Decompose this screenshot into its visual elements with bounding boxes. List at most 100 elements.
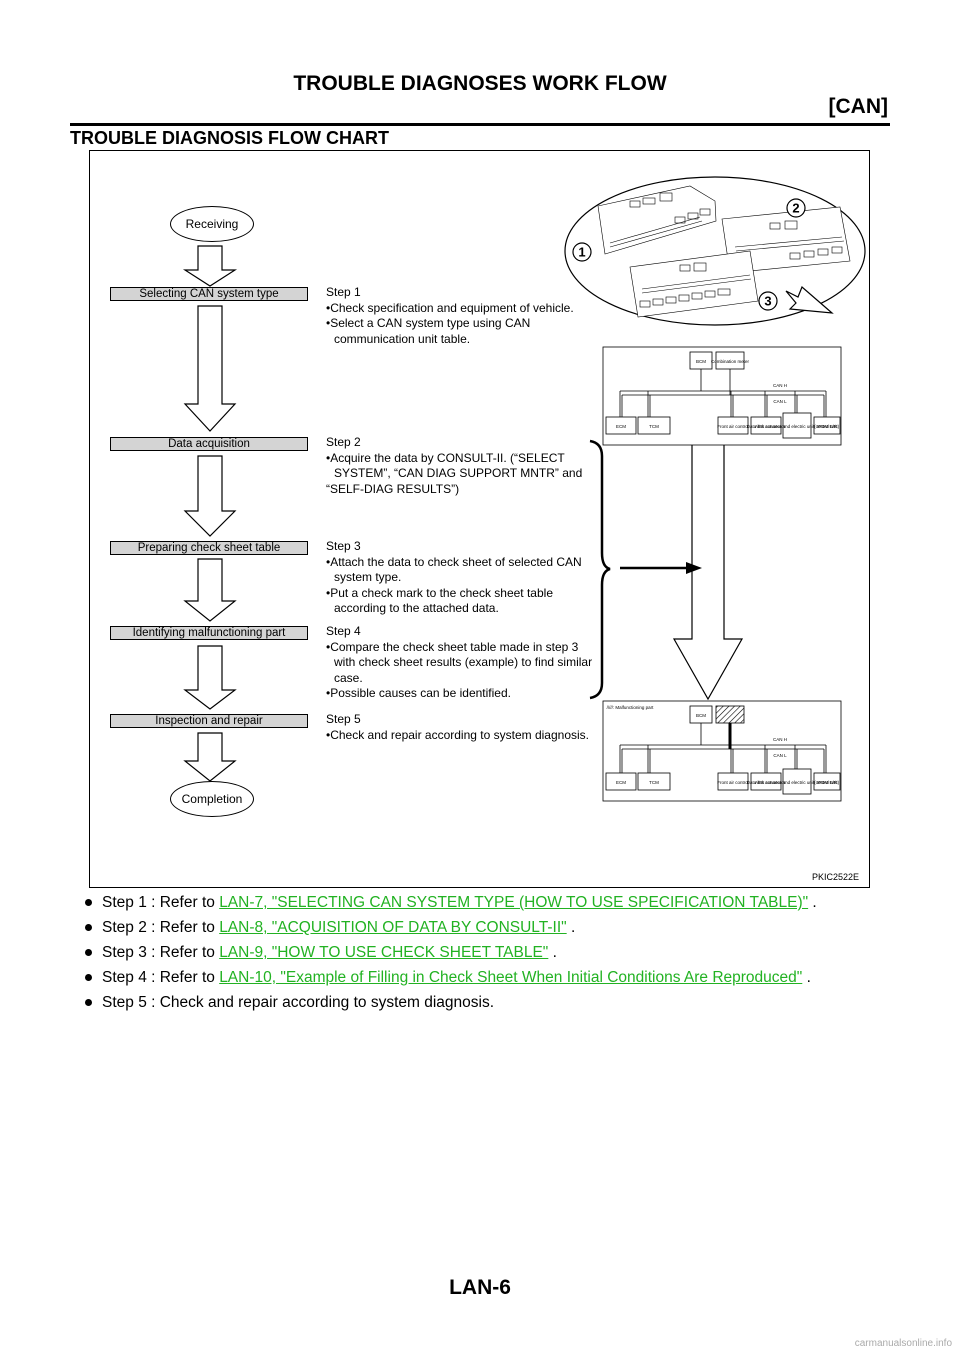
step-line: case. [334, 670, 363, 685]
step-line: “SELF-DIAG RESULTS”) [326, 481, 460, 496]
step-heading: Step 5 [326, 712, 361, 726]
bullet-icon [85, 999, 92, 1006]
callout-2 [786, 198, 806, 218]
list-item: Step 3 : Refer to LAN-9, "HOW TO USE CHE… [82, 943, 902, 963]
malfunction-legend: /////: Malfunctioning part [607, 705, 655, 710]
step-line: •Put a check mark to the check sheet tab… [326, 585, 553, 600]
magnified-diagram-1 [597, 185, 717, 255]
lower-canl-label: CAN L [773, 753, 787, 758]
step-desc-3: Step 3 •Attach the data to check sheet o… [326, 539, 606, 617]
list-item-text: Step 2 : Refer to [102, 919, 220, 936]
step-line: communication unit table. [334, 331, 471, 346]
flow-chart-graphics: 1 2 3 BCM Combination meter CAN H CAN L … [182, 176, 866, 802]
lower-canh-label: CAN H [773, 737, 787, 742]
step-line: •Check specification and equipment of ve… [326, 300, 574, 315]
reference-link[interactable]: LAN-8, "ACQUISITION OF DATA BY CONSULT-I… [219, 919, 567, 936]
list-item-text: Step 3 : Refer to [102, 944, 220, 961]
callout-label-2: 2 [792, 201, 799, 216]
reference-link[interactable]: LAN-9, "HOW TO USE CHECK SHEET TABLE" [219, 944, 549, 961]
reference-link[interactable]: LAN-10, "Example of Filling in Check She… [219, 969, 803, 986]
step-line: •Attach the data to check sheet of selec… [326, 554, 582, 569]
list-item-suffix: . [802, 969, 811, 986]
list-item-text: Step 1 : Refer to [102, 894, 220, 911]
magnifier-pointer-arrow [785, 285, 834, 314]
step-line: •Check and repair according to system di… [326, 727, 589, 742]
start-oval: Receiving [170, 206, 254, 242]
list-item: Step 1 : Refer to LAN-7, "SELECTING CAN … [82, 893, 902, 913]
step-desc-5: Step 5 •Check and repair according to sy… [326, 712, 606, 743]
step-heading: Step 3 [326, 539, 361, 553]
step-bracket [589, 439, 611, 700]
end-oval: Completion [170, 781, 254, 817]
step-line: according to the attached data. [334, 601, 499, 615]
flow-chart-figure: 1 2 3 BCM Combination meter CAN H CAN L … [89, 150, 870, 888]
upper-ipdm-label: IPDM E/R [817, 424, 838, 429]
callout-3 [758, 291, 778, 311]
lower-ipdm-label: IPDM E/R [817, 780, 838, 785]
upper-bcm-label: BCM [696, 359, 706, 364]
upper-dlc-label: Data link connector [747, 424, 786, 429]
step-line: •Compare the check sheet table made in s… [326, 639, 579, 654]
lower-abs-label: ABS actuator and electric unit(control u… [755, 780, 840, 785]
step-heading: Step 1 [326, 285, 361, 299]
step-bar-3: Preparing check sheet table [110, 541, 308, 555]
list-item-text: Step 4 : Refer to [102, 969, 220, 986]
step-bar-2: Data acquisition [110, 437, 308, 451]
bullet-icon [85, 974, 92, 981]
reference-link[interactable]: LAN-7, "SELECTING CAN SYSTEM TYPE (HOW T… [219, 894, 809, 911]
step-bar-4: Identifying malfunctioning part [110, 626, 308, 640]
step-desc-1: Step 1 •Check specification and equipmen… [326, 285, 606, 347]
callout-label-1: 1 [578, 245, 585, 260]
bullet-icon [85, 899, 92, 906]
step-desc-2: Step 2 •Acquire the data by CONSULT-II. … [326, 435, 606, 497]
page-number: LAN-6 [449, 1276, 511, 1299]
bullet-icon [85, 949, 92, 956]
flow-arrow-3 [183, 455, 237, 537]
flow-arrow-1 [182, 245, 238, 287]
lower-bcm-label: BCM [696, 713, 706, 718]
flow-arrow-2 [183, 305, 237, 432]
list-item: Step 2 : Refer to LAN-8, "ACQUISITION OF… [82, 918, 902, 938]
step-bar-1: Selecting CAN system type [110, 287, 308, 301]
step-line: system type. [334, 570, 402, 584]
step-line: SYSTEM”, “CAN DIAG SUPPORT MNTR” and [334, 466, 583, 480]
upper-frontair-label: Front air control [717, 424, 749, 429]
upper-abs-label: ABS actuator and electric unit(control u… [755, 424, 840, 429]
step-heading: Step 4 [326, 624, 361, 638]
list-item-suffix: . [548, 944, 557, 961]
upper-canh-label: CAN H [773, 383, 787, 388]
step-heading: Step 2 [326, 435, 361, 449]
step-desc-4: Step 4 •Compare the check sheet table ma… [326, 624, 606, 702]
page-header-title: TROUBLE DIAGNOSES WORK FLOW [293, 72, 667, 95]
flow-arrow-6 [183, 732, 237, 782]
watermark: carmanualsonline.info [854, 1338, 952, 1349]
header-rule [70, 123, 890, 126]
step-line: •Acquire the data by CONSULT-II. (“SELEC… [326, 450, 565, 465]
can-diagram-lower [602, 700, 842, 802]
figure-id: PKIC2522E [811, 872, 859, 882]
upper-canl-label: CAN L [773, 399, 787, 404]
magnified-diagram-3 [629, 250, 759, 318]
flow-arrow-4 [183, 558, 237, 622]
can-diagram-upper [602, 346, 842, 446]
large-down-arrow [672, 438, 744, 701]
section-title: TROUBLE DIAGNOSIS FLOW CHART [70, 128, 389, 148]
step-line: •Select a CAN system type using CAN [326, 316, 531, 330]
lower-ecm-label: ECM [616, 780, 626, 785]
lower-dlc-label: Data link connector [747, 780, 786, 785]
upper-meter-label: Combination meter [711, 359, 750, 364]
list-item-text: Step 5 : Check and repair according to s… [102, 994, 495, 1011]
page-header-section: [CAN] [828, 95, 888, 118]
list-item: Step 4 : Refer to LAN-10, "Example of Fi… [82, 968, 902, 988]
list-item-suffix: . [808, 894, 817, 911]
lower-tcm-label: TCM [649, 780, 659, 785]
bullet-icon [85, 924, 92, 931]
reference-list: Step 1 : Refer to LAN-7, "SELECTING CAN … [82, 893, 902, 1018]
step-bar-5: Inspection and repair [110, 714, 308, 728]
upper-tcm-label: TCM [649, 424, 659, 429]
step-line: with check sheet results (example) to fi… [334, 655, 593, 669]
callout-label-3: 3 [764, 294, 771, 309]
upper-ecm-label: ECM [616, 424, 626, 429]
callout-1 [572, 242, 592, 262]
list-item: Step 5 : Check and repair according to s… [82, 993, 902, 1013]
